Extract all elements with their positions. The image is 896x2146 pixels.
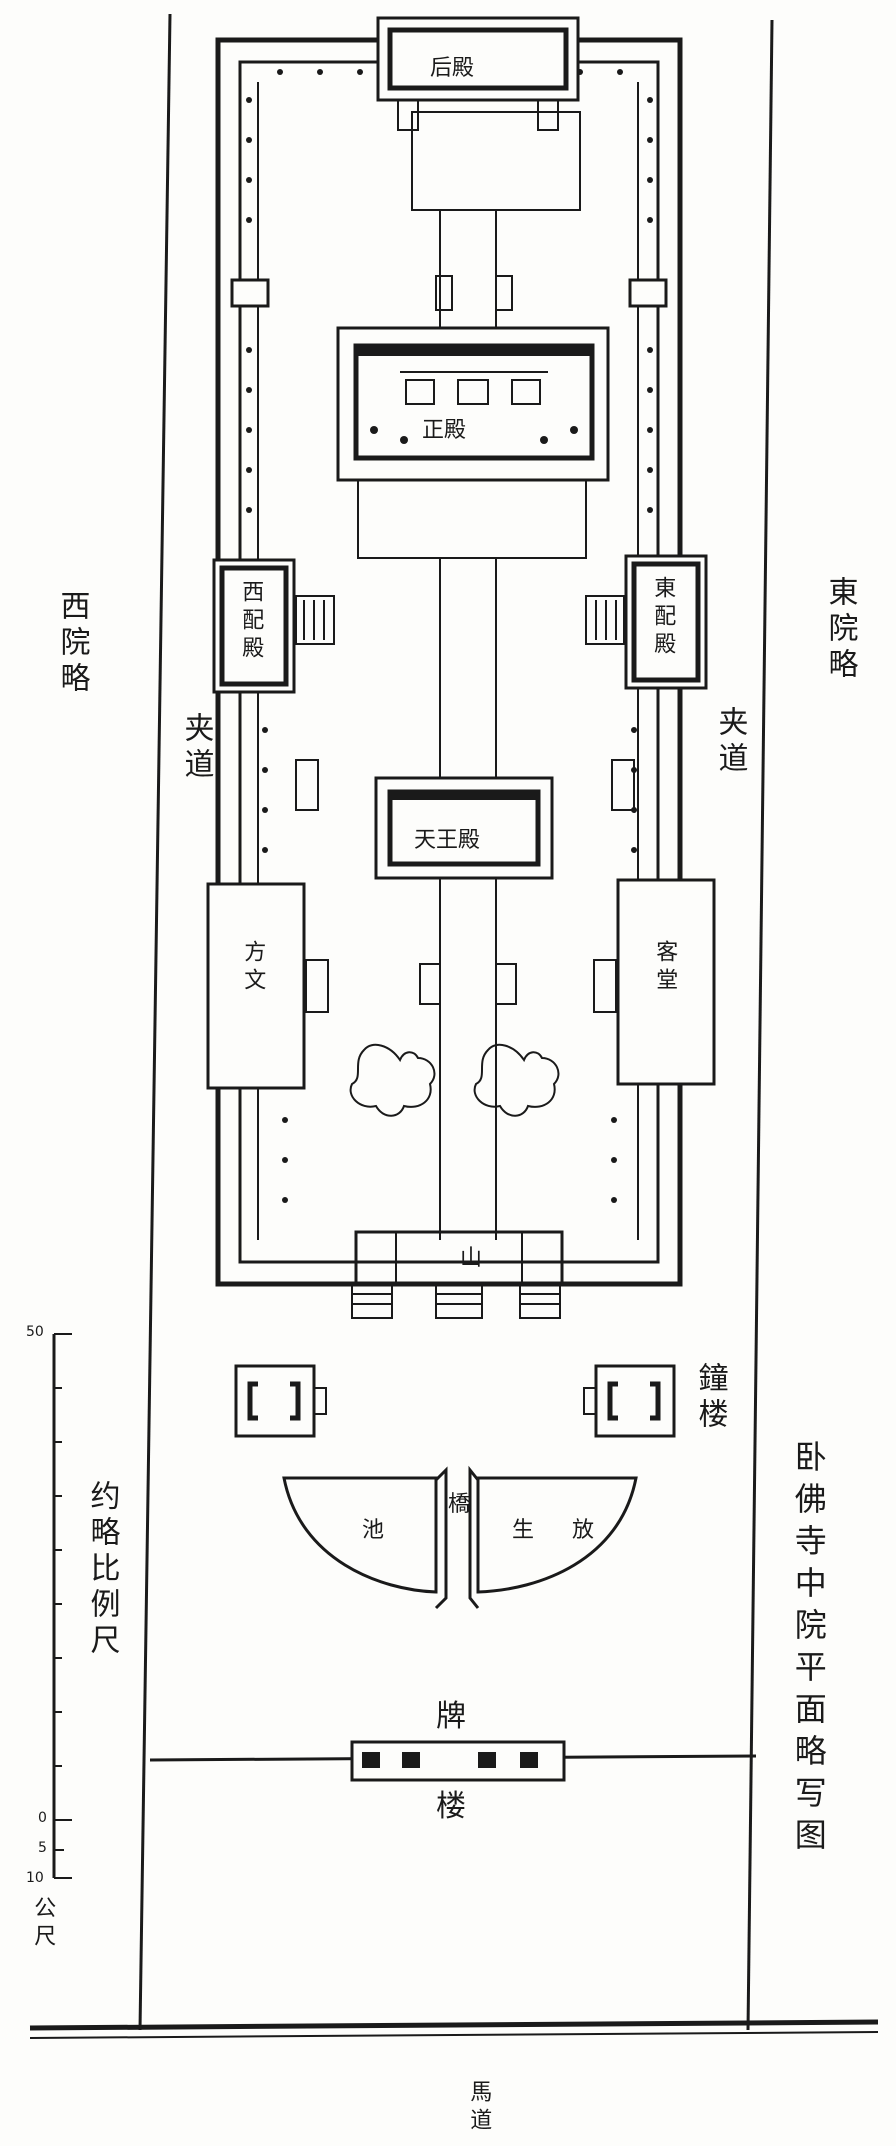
pond-label-mid: 生 xyxy=(512,1518,535,1543)
pond-label-right: 放 xyxy=(572,1518,595,1543)
west-side-hall-label: 西配殿 xyxy=(238,580,264,664)
scale-tick-10: 10 xyxy=(26,1870,44,1886)
east-side-hall-label: 東配殿 xyxy=(650,576,676,660)
west-side-hall xyxy=(212,558,335,694)
pond-label-left: 池 xyxy=(362,1518,385,1543)
main-hall xyxy=(336,326,610,482)
guest-hall-label: 客堂 xyxy=(652,940,678,996)
memorial-arch-label-bottom: 楼 xyxy=(436,1789,466,1824)
abbot-label: 方文 xyxy=(240,940,266,996)
corridor-gates xyxy=(230,278,668,308)
heavenly-king-hall-label: 天王殿 xyxy=(414,828,481,853)
scale-unit: 公尺 xyxy=(30,1896,56,1952)
west-corridor-columns xyxy=(246,97,288,1203)
tree-west xyxy=(349,1043,436,1117)
west-courtyard-label: 西院略 xyxy=(54,590,90,698)
tree-east xyxy=(473,1043,560,1117)
release-pond xyxy=(282,1465,638,1610)
scale-tick-5: 5 xyxy=(38,1840,47,1856)
east-courtyard-label: 東院略 xyxy=(822,576,858,684)
main-terrace xyxy=(357,479,587,559)
scale-tick-50: 50 xyxy=(26,1324,44,1340)
lane-doors xyxy=(295,759,635,811)
east-side-hall xyxy=(585,554,708,690)
east-lane-label: 夹道 xyxy=(712,706,748,778)
plan-title: 卧佛寺中院平面略写图 xyxy=(789,1440,828,1860)
guest-hall xyxy=(593,878,716,1086)
scale-bar xyxy=(52,1333,72,1879)
rear-hall xyxy=(376,16,580,131)
rear-terrace xyxy=(411,111,581,330)
scale-title: 约略比例尺 xyxy=(84,1480,120,1660)
memorial-arch-label-top: 牌 xyxy=(436,1699,466,1734)
bell-tower-label: 鐘楼 xyxy=(692,1362,728,1434)
heavenly-king-hall xyxy=(374,776,554,880)
rear-hall-label: 后殿 xyxy=(430,56,475,81)
mountain-gate-label: 山 xyxy=(460,1246,483,1271)
east-corridor-columns xyxy=(611,97,653,1203)
compound-boundary xyxy=(29,13,879,2039)
bridge-label: 橋 xyxy=(448,1492,471,1517)
west-lane-label: 夹道 xyxy=(178,712,214,784)
bell-tower-east xyxy=(583,1364,676,1438)
drum-tower-west xyxy=(234,1364,327,1438)
central-walkway xyxy=(439,558,497,1240)
scale-tick-0: 0 xyxy=(38,1810,47,1826)
road-label: 馬道 xyxy=(466,2080,492,2136)
abbot-quarters xyxy=(206,882,329,1090)
mountain-gate xyxy=(351,1230,564,1319)
main-hall-label: 正殿 xyxy=(422,418,467,443)
court-steps xyxy=(419,963,517,1005)
memorial-archway xyxy=(149,1740,757,1782)
